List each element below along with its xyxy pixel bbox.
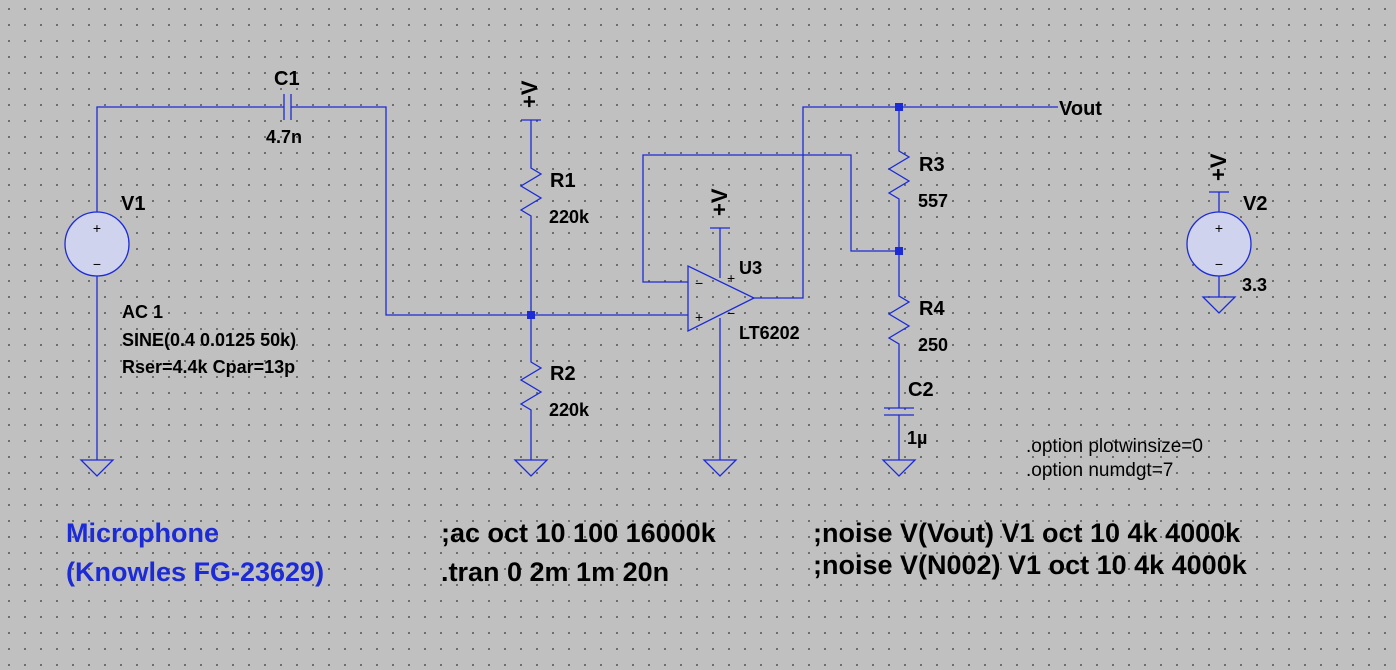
tran-analysis-directive[interactable]: .tran 0 2m 1m 20n <box>441 557 669 587</box>
v1-plus-symbol: + <box>93 220 101 236</box>
c2-name-label[interactable]: C2 <box>908 379 934 401</box>
v2-voltage-source[interactable]: + − <box>1186 211 1252 277</box>
wire-output-to-vout[interactable] <box>752 106 1058 299</box>
wire-v1-to-c1[interactable] <box>96 106 284 212</box>
supply-flag-v2[interactable]: +V <box>1206 153 1231 193</box>
option-plotwinsize-directive[interactable]: .option plotwinsize=0 <box>1026 436 1203 457</box>
noise-vout-directive[interactable]: ;noise V(Vout) V1 oct 10 4k 4000k <box>813 518 1241 548</box>
v2-plus-symbol: + <box>1215 220 1223 236</box>
r2-value-label[interactable]: 220k <box>549 400 590 420</box>
junction-r3-r4 <box>895 247 903 255</box>
v1-params-label[interactable]: Rser=4.4k Cpar=13p <box>122 357 295 377</box>
r1-resistor[interactable] <box>519 162 543 228</box>
r3-resistor[interactable] <box>887 145 911 211</box>
wire-c1-to-n002[interactable] <box>291 106 531 316</box>
v2-name-label[interactable]: V2 <box>1243 193 1267 215</box>
v1-minus-symbol: − <box>93 256 101 272</box>
ground-symbol-u3[interactable] <box>702 459 738 477</box>
u3-plus-pin: + <box>695 309 703 325</box>
ac-analysis-directive[interactable]: ;ac oct 10 100 16000k <box>441 518 717 548</box>
r3-name-label[interactable]: R3 <box>919 154 945 176</box>
supply-flag-u3[interactable]: +V <box>707 188 732 229</box>
ground-symbol-v1[interactable] <box>79 459 115 477</box>
supply-flag-r1[interactable]: +V <box>517 80 542 121</box>
v1-sine-label[interactable]: SINE(0.4 0.0125 50k) <box>122 330 296 350</box>
ground-symbol-c2[interactable] <box>881 459 917 477</box>
vout-net-label[interactable]: Vout <box>1059 98 1102 120</box>
u3-opamp[interactable]: − + + − <box>687 264 756 333</box>
r3-value-label[interactable]: 557 <box>918 191 948 211</box>
r1-name-label[interactable]: R1 <box>550 170 576 192</box>
v1-name-label[interactable]: V1 <box>121 193 145 215</box>
u3-vplus-pin: + <box>727 270 735 286</box>
r2-name-label[interactable]: R2 <box>550 363 576 385</box>
v1-voltage-source[interactable]: + − <box>64 211 130 277</box>
u3-vminus-pin: − <box>727 305 735 321</box>
u3-model-label[interactable]: LT6202 <box>739 323 800 343</box>
wire-feedback[interactable] <box>642 154 899 283</box>
microphone-comment-line2[interactable]: (Knowles FG-23629) <box>66 557 324 587</box>
r4-value-label[interactable]: 250 <box>918 335 948 355</box>
ground-symbol-r2[interactable] <box>513 459 549 477</box>
wires <box>96 106 1220 460</box>
r4-resistor[interactable] <box>887 290 911 356</box>
r2-resistor[interactable] <box>519 356 543 422</box>
ground-symbol-v2[interactable] <box>1201 296 1237 314</box>
supply-flag-v2-label: +V <box>1206 153 1231 181</box>
c1-value-label[interactable]: 4.7n <box>266 127 302 147</box>
c1-capacitor[interactable] <box>283 94 292 120</box>
noise-n002-directive[interactable]: ;noise V(N002) V1 oct 10 4k 4000k <box>813 550 1248 580</box>
c1-name-label[interactable]: C1 <box>274 68 300 90</box>
c2-capacitor[interactable] <box>884 407 914 416</box>
supply-flag-r1-label: +V <box>517 80 542 108</box>
u3-name-label[interactable]: U3 <box>739 258 762 278</box>
u3-minus-pin: − <box>695 275 703 291</box>
junction-vout <box>895 103 903 111</box>
microphone-comment-line1[interactable]: Microphone <box>66 518 219 548</box>
v2-minus-symbol: − <box>1215 256 1223 272</box>
option-numdgt-directive[interactable]: .option numdgt=7 <box>1026 460 1173 481</box>
c2-value-label[interactable]: 1µ <box>907 428 927 448</box>
v1-ac-label[interactable]: AC 1 <box>122 302 163 322</box>
v2-value-label[interactable]: 3.3 <box>1242 275 1267 295</box>
junction-n002 <box>527 311 535 319</box>
r1-value-label[interactable]: 220k <box>549 207 590 227</box>
r4-name-label[interactable]: R4 <box>919 298 945 320</box>
supply-flag-u3-label: +V <box>707 188 732 216</box>
